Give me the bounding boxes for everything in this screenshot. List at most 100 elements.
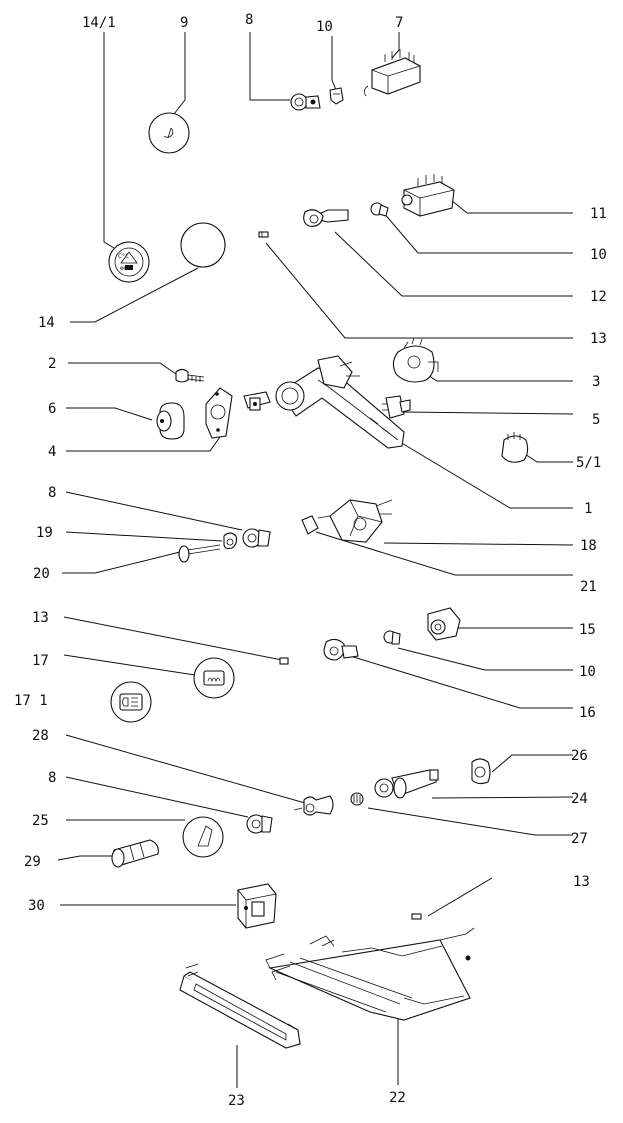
label-13c: 13: [573, 874, 590, 890]
label-8a: 8: [245, 12, 253, 28]
label-3: 3: [592, 374, 600, 390]
blank-knob-icon: [180, 222, 226, 268]
label-19: 19: [36, 525, 53, 541]
label-16: 16: [579, 705, 596, 721]
leader-7: [391, 32, 400, 59]
bulb-icon: [383, 630, 401, 645]
plug-icon: [501, 432, 529, 463]
label-18: 18: [580, 538, 597, 554]
steering-lock-icon: [243, 355, 405, 449]
leader-9: [173, 32, 186, 115]
label-9: 9: [180, 15, 188, 31]
leader-1: [399, 441, 573, 509]
dial-knob-icon: C°C ⚙⚙: [108, 241, 150, 283]
leader-11: [450, 199, 573, 214]
label-17-1: 17 1: [14, 693, 48, 709]
switch-body-icon: [401, 174, 455, 217]
label-22: 22: [389, 1090, 406, 1106]
label-2: 2: [48, 356, 56, 372]
label-25: 25: [32, 813, 49, 829]
parts: C°C ⚙⚙: [108, 49, 529, 1049]
leader-8c: [65, 776, 249, 818]
label-29: 29: [24, 854, 41, 870]
leader-10b: [382, 211, 573, 254]
leader-8b: [65, 491, 243, 531]
heater-control-icon: [265, 927, 475, 1021]
label-24: 24: [571, 791, 588, 807]
lighter-bezel-icon: [471, 758, 491, 785]
leader-3: [422, 371, 573, 382]
leader-28: [65, 734, 306, 804]
round-knob-icon: [148, 112, 190, 154]
fog-lamp-knob-icon: [110, 681, 152, 723]
label-26: 26: [571, 748, 588, 764]
switch-housing-icon: [427, 607, 461, 641]
lamp-socket-icon: [303, 209, 349, 227]
panel-frame-icon: [179, 963, 301, 1049]
screw-icon: [175, 368, 205, 383]
small-bulb-icon: [279, 657, 289, 665]
leader-24: [431, 796, 574, 799]
label-27: 27: [571, 831, 588, 847]
label-12: 12: [590, 289, 607, 305]
lighter-element-icon: [111, 839, 159, 868]
leader-16: [346, 654, 573, 709]
leader-5-1: [524, 453, 573, 463]
relay-switch-icon: [364, 49, 421, 97]
nut-icon: [223, 532, 238, 550]
label-28: 28: [32, 728, 49, 744]
bulb-holder-icon: [242, 528, 271, 548]
leader-8a: [249, 32, 290, 101]
lamp-holder-icon: [293, 795, 334, 816]
label-8b: 8: [48, 485, 56, 501]
bulb-icon: [350, 792, 364, 806]
label-14: 14: [38, 315, 55, 331]
label-11: 11: [590, 206, 607, 222]
leader-17: [63, 654, 196, 676]
label-21: 21: [580, 579, 597, 595]
label-14-1: 14/1: [82, 15, 116, 31]
leader-14: [70, 267, 199, 323]
label-5: 5: [592, 412, 600, 428]
bulb-icon: [370, 202, 389, 217]
svg-text:C°C: C°C: [118, 253, 129, 260]
bulb-icon: [329, 87, 344, 105]
leader-4: [66, 433, 223, 452]
rear-window-heater-knob-icon: [193, 657, 235, 699]
label-10a: 10: [316, 19, 333, 35]
combination-switch-icon: [317, 499, 393, 543]
label-23: 23: [228, 1093, 245, 1109]
label-15: 15: [579, 622, 596, 638]
leader-lines: [57, 32, 574, 1088]
bulb-holder-icon: [246, 814, 273, 834]
leader-10c: [397, 647, 573, 671]
leader-13b: [63, 616, 283, 661]
leader-10a: [331, 36, 337, 91]
label-13b: 13: [32, 610, 49, 626]
small-bulb-icon: [258, 231, 269, 238]
leader-19: [65, 531, 223, 542]
label-1: 1: [584, 501, 592, 517]
label-10b: 10: [590, 247, 607, 263]
label-17: 17: [32, 653, 49, 669]
label-6: 6: [48, 401, 56, 417]
leader-27: [367, 807, 573, 836]
label-4: 4: [48, 444, 56, 460]
leader-20: [62, 551, 181, 574]
leader-21: [315, 531, 573, 576]
connector-icon: [382, 395, 411, 419]
leader-18: [383, 542, 574, 546]
bulb-holder-icon: [290, 93, 321, 111]
label-8c: 8: [48, 770, 56, 786]
leader-6: [66, 407, 153, 421]
label-30: 30: [28, 898, 45, 914]
label-20: 20: [33, 566, 50, 582]
leader-26: [491, 754, 573, 773]
callout-labels: 14/1 9 8 10 7 11 10 12 14 13 2 3 6 5 4 5…: [14, 12, 607, 1109]
label-7: 7: [395, 15, 403, 31]
leader-12: [334, 231, 573, 297]
label-13a: 13: [590, 331, 607, 347]
shaft-knob-icon: [178, 544, 221, 563]
small-bulb-icon: [411, 913, 422, 920]
